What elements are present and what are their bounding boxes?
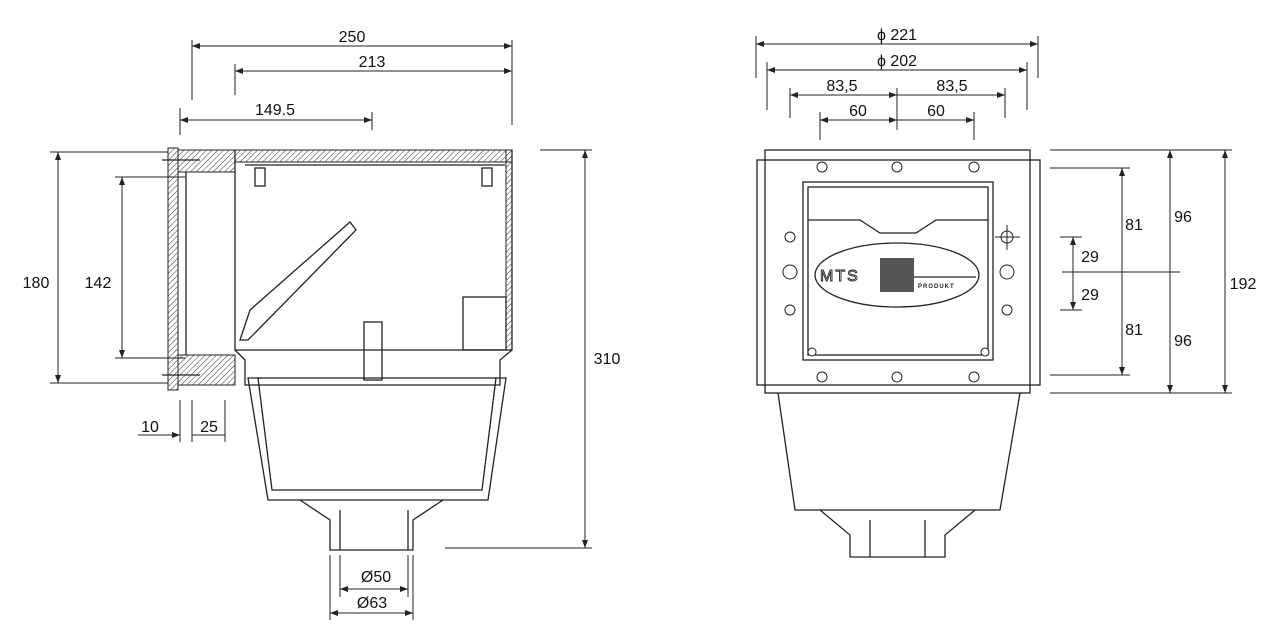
dim-outlet-50: Ø50	[361, 569, 391, 586]
dim-83-5-right: 83,5	[936, 78, 967, 95]
dim-81-lower: 81	[1125, 322, 1143, 339]
dim-96-upper: 96	[1174, 209, 1192, 226]
dim-142: 142	[85, 275, 112, 292]
opening-frame	[802, 181, 994, 361]
dim-310: 310	[594, 351, 621, 368]
basket-mesh	[257, 377, 497, 491]
dim-96-lower: 96	[1174, 333, 1192, 350]
dim-29-upper: 29	[1081, 249, 1099, 266]
dim-81-upper: 81	[1125, 217, 1143, 234]
dim-outlet-63: Ø63	[357, 595, 387, 612]
flange-top-section	[177, 149, 236, 173]
dim-202: ϕ 202	[877, 53, 917, 70]
dim-250: 250	[339, 29, 366, 46]
mts-logo: MTS PRODUKT	[814, 242, 980, 308]
dim-10: 10	[141, 419, 159, 436]
flange-plate	[167, 147, 179, 391]
skimmer-flap	[239, 221, 357, 341]
dim-25: 25	[200, 419, 218, 436]
dim-213: 213	[359, 54, 386, 71]
dim-83-5-left: 83,5	[826, 78, 857, 95]
dim-180: 180	[23, 275, 50, 292]
dim-60-left: 60	[849, 103, 867, 120]
dim-29-lower: 29	[1081, 287, 1099, 304]
lid	[234, 149, 513, 163]
dim-221: ϕ 221	[877, 27, 917, 44]
svg-text:MTS: MTS	[820, 268, 860, 285]
side-view: 250 213 149.5 180 142 310 10 25 Ø50 Ø63	[23, 29, 621, 620]
front-plate	[764, 149, 1031, 394]
svg-text:PRODUKT: PRODUKT	[918, 284, 955, 290]
dim-192: 192	[1230, 276, 1257, 293]
flange-bottom-section	[177, 354, 236, 386]
dim-60-right: 60	[927, 103, 945, 120]
basket-handle	[363, 321, 383, 381]
dim-149-5: 149.5	[255, 102, 295, 119]
front-view: MTS PRODUKT ϕ 221 ϕ	[755, 27, 1257, 558]
